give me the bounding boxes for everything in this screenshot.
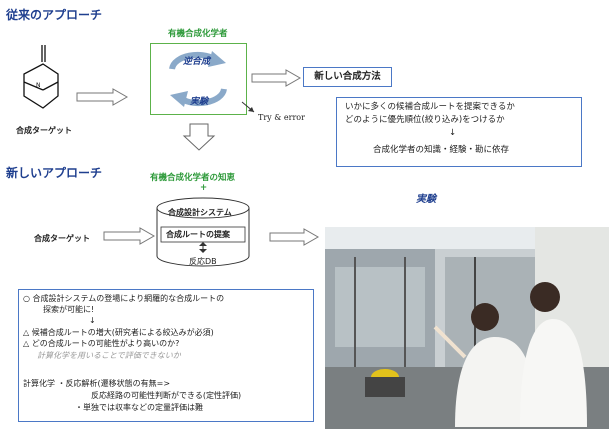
note-line-2: 探索が可能に! [43,305,95,314]
db-label: 反応DB [189,257,217,266]
trial-pointer-icon [241,101,255,113]
arrow-right-icon [103,227,156,245]
plus-label: + [200,183,208,193]
svg-text:N: N [36,82,41,89]
new-target-label: 合成ターゲット [34,234,90,243]
note-line-5: 計算化学を用いることで評価できないか [37,351,181,360]
note-line-8: ・単独では収率などの定量評価は難 [75,403,203,412]
arrow-right-icon [269,228,320,246]
issue-line-3: 合成化学者の知識・経験・勘に依存 [373,145,510,155]
cycle-arrows-icon [169,51,227,107]
note-line-6: 計算化学 ・反応解析(遷移状態の有無=> [23,379,171,388]
note-line-1: ○ 合成設計システムの登場により網羅的な合成ルートの [23,294,225,303]
issue-line-2: どのように優先順位(絞り込み)をつけるか [345,115,505,125]
lab-scene-icon [325,227,609,429]
notes-box: ○ 合成設計システムの登場により網羅的な合成ルートの 探索が可能に! ↓ △ 候… [18,289,314,422]
experiment-label: 実験 [190,97,209,107]
retrosynthesis-label: 逆合成 [183,57,211,67]
new-method-label: 新しい合成方法 [314,71,381,82]
issue-arrow: ↓ [449,128,457,138]
heading-new: 新しいアプローチ [6,166,103,180]
note-line-7: 反応経路の可能性判断ができる(定性評価) [91,391,242,400]
note-line-4: △ どの合成ルートの可能性がより高いのか? [23,339,180,348]
knowledge-label: 有機合成化学者の知恵 [150,173,236,183]
system-label: 合成設計システム [168,208,232,217]
note-arrow: ↓ [89,316,96,325]
lab-photo [325,227,609,429]
new-method-box: 新しい合成方法 [303,67,392,87]
target-molecule-icon: N [23,45,59,109]
lab-experiment-label: 実験 [416,194,436,205]
arrow-right-icon [76,88,129,106]
heading-traditional: 従来のアプローチ [6,8,103,22]
arrow-down-icon [182,123,216,151]
route-label: 合成ルートの提案 [166,230,230,239]
note-line-3: △ 候補合成ルートの増大(研究者による絞込みが必須) [23,328,214,337]
chemist-label: 有機合成化学者 [168,29,228,39]
target-label: 合成ターゲット [16,126,72,135]
trial-error-label: Try & error [258,113,305,122]
arrow-right-icon [251,69,302,87]
issues-box: いかに多くの候補合成ルートを提案できるか どのように優先順位(絞り込み)をつける… [336,97,582,167]
issue-line-1: いかに多くの候補合成ルートを提案できるか [345,102,515,112]
database-cylinder-icon [156,197,250,267]
